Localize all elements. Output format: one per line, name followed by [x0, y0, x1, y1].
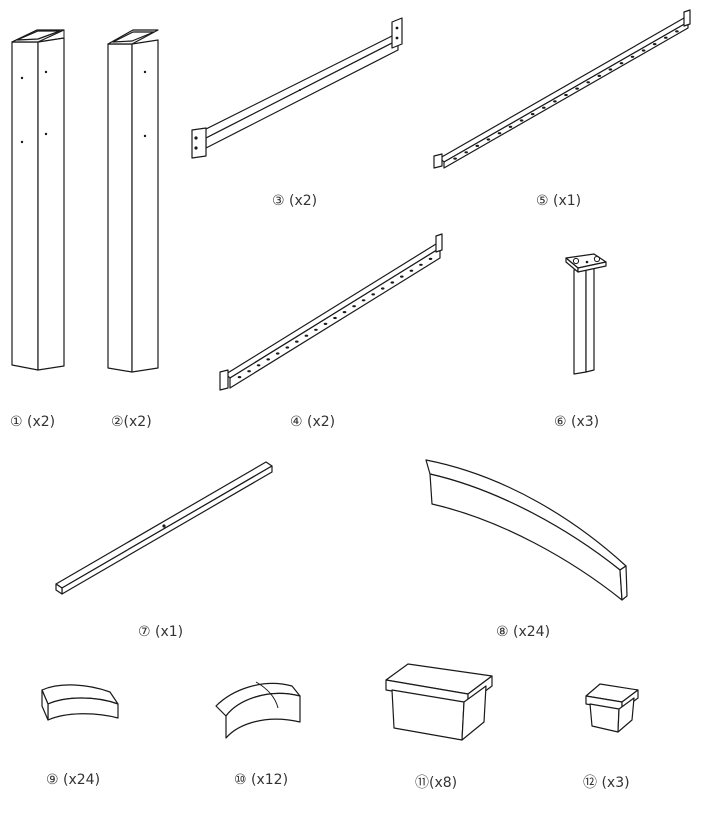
rail-hole: [342, 311, 347, 314]
part-10-cap: [215, 681, 301, 739]
rail-hole: [323, 322, 328, 325]
label-part-11: ⑪(x8): [415, 775, 458, 791]
part-1-post: [11, 29, 65, 371]
label-part-2: ②(x2): [111, 414, 152, 430]
label-part-3: ③ (x2): [272, 193, 318, 209]
rail-hole: [530, 113, 535, 116]
label-part-1: ① (x2): [10, 414, 56, 430]
rail-hole: [675, 30, 679, 33]
rail-hole: [664, 36, 668, 39]
rail-hole: [564, 93, 568, 97]
label-part-10: ⑩ (x12): [234, 772, 289, 788]
label-part-5: ⑤ (x1): [536, 193, 582, 209]
part-4-rail: [219, 233, 443, 391]
rail-hole: [575, 87, 579, 90]
rail-hole: [464, 151, 469, 154]
rail-hole: [266, 358, 271, 361]
rail-hole: [475, 144, 480, 147]
rail-hole: [608, 68, 613, 71]
rail-hole: [586, 81, 590, 84]
label-part-12: ⑫ (x3): [583, 775, 630, 791]
rail-hole: [400, 275, 404, 278]
rail-hole: [519, 119, 524, 122]
rail-hole: [409, 269, 414, 272]
rail-hole: [641, 49, 646, 52]
rail-hole: [333, 316, 337, 320]
rail-hole: [237, 376, 242, 379]
rail-hole: [361, 299, 366, 302]
rail-hole: [352, 305, 356, 308]
label-part-6: ⑥ (x3): [554, 414, 600, 430]
part-5-rail: [433, 9, 691, 169]
part-7-tube: [55, 461, 273, 595]
label-part-7: ⑦ (x1): [138, 624, 184, 640]
rail-hole: [542, 106, 546, 109]
part-6-leg: [565, 253, 607, 375]
label-part-8: ⑧ (x24): [496, 624, 551, 640]
rail-hole: [314, 328, 318, 331]
part-9-cap: [41, 684, 119, 721]
part-8-slat: [425, 459, 628, 601]
rail-hole: [247, 370, 251, 373]
rail-hole: [453, 157, 457, 160]
rail-hole: [419, 263, 423, 266]
rail-hole: [553, 100, 557, 103]
part-11-cap: [385, 663, 493, 741]
label-part-9: ⑨ (x24): [46, 772, 101, 788]
rail-hole: [371, 293, 376, 296]
label-part-4: ④ (x2): [290, 414, 336, 430]
rail-hole: [256, 364, 261, 367]
rail-hole: [619, 62, 624, 65]
rail-hole: [508, 125, 513, 128]
rail-hole: [497, 132, 502, 135]
rail-hole: [380, 287, 385, 290]
rail-hole: [630, 55, 635, 58]
rail-hole: [285, 346, 290, 349]
part-3-rail: [191, 17, 403, 159]
rail-hole: [295, 340, 299, 343]
rail-hole: [275, 352, 280, 355]
rail-hole: [486, 138, 491, 141]
rail-hole: [652, 43, 657, 46]
rail-hole: [390, 281, 395, 284]
rail-hole: [597, 74, 602, 77]
rail-hole: [428, 257, 433, 260]
part-12-cap: [585, 683, 639, 733]
part-2-post: [107, 29, 159, 373]
rail-hole: [304, 334, 309, 337]
